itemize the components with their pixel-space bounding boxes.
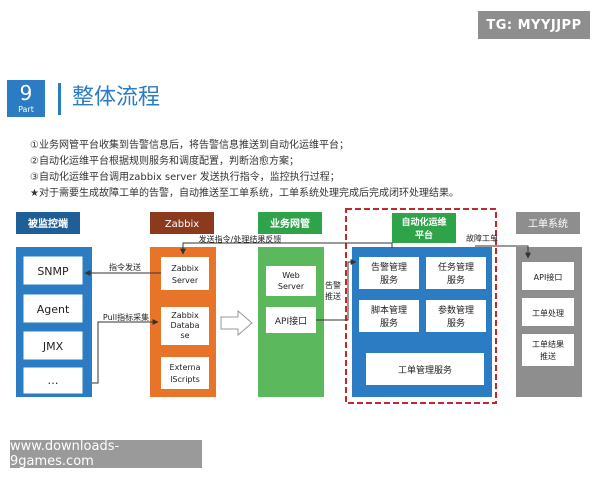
- part-label: Part: [18, 105, 34, 114]
- zabbix-header-label: Zabbix: [165, 219, 199, 230]
- alert-push-label-2: 推送: [325, 291, 341, 301]
- alert-mgmt-label-1: 告警管理: [371, 261, 407, 273]
- web-server-label-2: Server: [278, 282, 305, 291]
- task-mgmt-box: [426, 257, 486, 289]
- zabbix-server-label: Zabbix: [171, 264, 199, 273]
- zabbix-database-box: [161, 307, 209, 345]
- snmp-box: [22, 255, 84, 286]
- description-line: ③自动化运维平台调用zabbix server 发送执行指令，监控执行过程；: [30, 172, 340, 183]
- task-mgmt-label-2: 服务: [447, 274, 465, 286]
- param-mgmt-label-1: 参数管理: [438, 304, 474, 316]
- zabbix-database-label-3: se: [180, 331, 189, 340]
- ticket-api-label: API接口: [534, 272, 563, 282]
- script-mgmt-box: [359, 300, 419, 332]
- watermark-top: TG: MYYJJPP: [478, 11, 590, 39]
- description-line: ★对于需要生成故障工单的告警，自动推送至工单系统，工单系统处理完成后完成闭环处理…: [30, 188, 459, 199]
- description-list: ①业务网管平台收集到告警信息后，将告警信息推送到自动化运维平台； ②自动化运维平…: [30, 138, 570, 202]
- external-scripts-label-2: lScripts: [170, 375, 200, 384]
- cmd-feedback-label: 发送指令/处理结果反馈: [199, 234, 282, 244]
- agent-box: [22, 293, 84, 324]
- task-mgmt-label-1: 任务管理: [438, 261, 474, 273]
- zabbix-server-label-2: Server: [172, 276, 199, 285]
- ticket-mgmt-box: [366, 353, 484, 385]
- ticket-process-box: [522, 298, 574, 326]
- web-server-label-1: Web: [282, 271, 299, 280]
- automation-header-label-2: 平台: [415, 229, 433, 241]
- alert-push-arrow: [316, 259, 357, 321]
- description-line: ①业务网管平台收集到告警信息后，将告警信息推送到自动化运维平台；: [30, 140, 349, 151]
- ticket-process-label: 工单处理: [532, 308, 564, 318]
- zabbix-server-box: [161, 257, 209, 290]
- ticket-api-box: [522, 262, 574, 290]
- zabbix-header: [150, 212, 214, 234]
- external-scripts-label-1: Externa: [170, 363, 201, 372]
- alert-mgmt-label-2: 服务: [380, 274, 398, 286]
- zabbix-database-label-1: Zabbix: [171, 311, 199, 320]
- automation-dashed-border: [345, 208, 497, 404]
- cmd-send-label: 指令发送: [109, 262, 141, 272]
- automation-header: [392, 213, 456, 243]
- script-mgmt-label-1: 脚本管理: [371, 304, 407, 316]
- ticket-result-label-2: 推送: [540, 351, 556, 361]
- ticket-system-header-label: 工单系统: [528, 217, 568, 230]
- param-mgmt-label-2: 服务: [447, 317, 465, 329]
- watermark-bottom: www.downloads-9games.com: [10, 439, 202, 469]
- flow-hollow-arrow: [220, 309, 253, 337]
- snmp-label: SNMP: [37, 265, 69, 278]
- zabbix-database-label-2: Databa: [170, 321, 199, 330]
- param-mgmt-box: [426, 300, 486, 332]
- more-label: …: [48, 374, 59, 387]
- pull-label: Pull指标采集: [103, 312, 149, 322]
- ticket-result-box: [522, 334, 574, 366]
- ticket-mgmt-label: 工单管理服务: [398, 364, 452, 376]
- cmd-feedback-arrow: [180, 242, 393, 255]
- business-api-label: API接口: [275, 315, 307, 327]
- ticket-result-label-1: 工单结果: [532, 339, 564, 349]
- alert-mgmt-box: [359, 257, 419, 289]
- fault-ticket-label: 故障工单: [466, 233, 498, 243]
- script-mgmt-label-2: 服务: [380, 317, 398, 329]
- jmx-box: [22, 330, 84, 361]
- monitored-header-label: 被监控端: [28, 217, 68, 230]
- part-badge: 9 Part: [7, 80, 45, 117]
- business-header: [258, 212, 322, 234]
- pull-arrow: [92, 319, 159, 384]
- more-box: [22, 366, 84, 395]
- part-number: 9: [19, 81, 33, 105]
- automation-header-label-1: 自动化运维: [401, 216, 446, 228]
- fault-ticket-arrow: [475, 245, 531, 259]
- agent-label: Agent: [37, 303, 70, 316]
- business-api-box: [266, 307, 316, 333]
- business-header-label: 业务网管: [270, 217, 310, 230]
- alert-push-label-1: 告警: [325, 280, 341, 290]
- description-line: ②自动化运维平台根据规则服务和调度配置，判断治愈方案；: [30, 156, 299, 167]
- web-server-box: [266, 266, 316, 296]
- jmx-label: JMX: [42, 340, 64, 353]
- external-scripts-box: [161, 357, 209, 389]
- monitored-header: [16, 212, 80, 234]
- title-divider: [58, 83, 61, 115]
- ticket-system-header: [516, 212, 580, 234]
- page-title: 整体流程: [72, 85, 161, 110]
